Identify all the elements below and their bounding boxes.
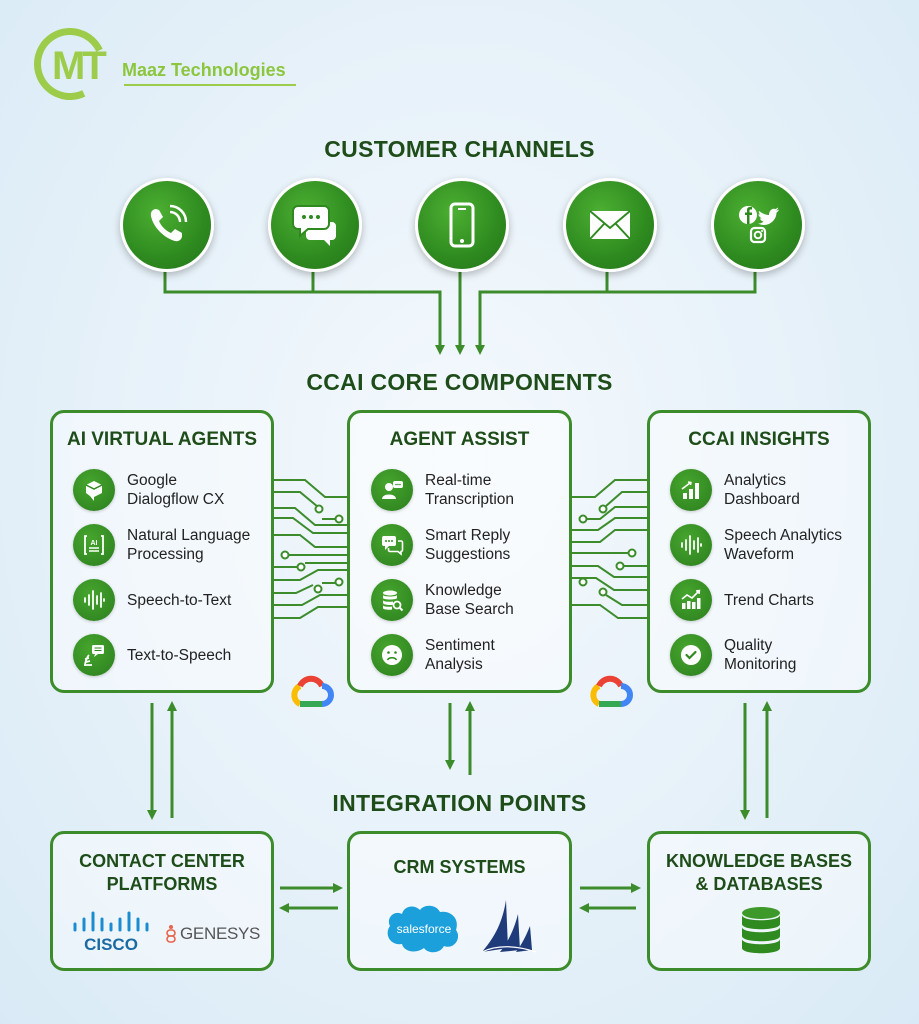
channel-chat[interactable] <box>268 178 362 272</box>
database-search-icon <box>371 579 413 621</box>
cisco-text: CISCO <box>84 935 138 954</box>
ai-document-icon: AI <box>73 524 115 566</box>
card-ccai-insights: CCAI INSIGHTS Analytics Dashboard Speech… <box>647 410 871 693</box>
social-icons <box>739 206 779 244</box>
channel-email[interactable] <box>563 178 657 272</box>
salesforce-logo: salesforce <box>387 905 459 953</box>
card-title: CONTACT CENTER PLATFORMS <box>79 851 245 894</box>
card-ai-virtual-agents: AI VIRTUAL AGENTS Google Dialogflow CX A… <box>50 410 274 693</box>
instagram-icon <box>749 226 767 244</box>
brand-underline <box>124 84 296 86</box>
twitter-icon <box>758 207 779 225</box>
list-item: Real-time Transcription <box>371 469 514 511</box>
sad-face-icon <box>371 634 413 676</box>
genesys-logo: GENESYS <box>165 924 260 944</box>
bar-chart-icon <box>670 469 712 511</box>
channels-title: CUSTOMER CHANNELS <box>324 136 595 162</box>
circuit-traces-right <box>572 479 648 619</box>
salesforce-text: salesforce <box>397 922 452 936</box>
channel-line-left <box>163 268 445 355</box>
list-item: Sentiment Analysis <box>371 634 495 676</box>
card-crm-systems: CRM SYSTEMS salesforce <box>347 831 572 971</box>
list-item: Knowledge Base Search <box>371 579 514 621</box>
logo-mark: MT <box>52 44 107 88</box>
core-title: CCAI CORE COMPONENTS <box>306 369 613 395</box>
speaking-icon <box>73 634 115 676</box>
list-item: Quality Monitoring <box>670 634 796 676</box>
database-icon <box>742 907 780 954</box>
genesys-text: GENESYS <box>180 924 261 943</box>
channel-mobile[interactable] <box>415 178 509 272</box>
list-item: Speech Analytics Waveform <box>670 524 842 566</box>
facebook-icon <box>739 206 757 224</box>
list-item: Google Dialogflow CX <box>73 469 224 511</box>
list-item: AI Natural Language Processing <box>73 524 250 566</box>
list-item: Text-to-Speech <box>73 634 231 676</box>
card-contact-center-platforms: CONTACT CENTER PLATFORMS CISCO GENESYS <box>50 831 274 971</box>
list-item: Analytics Dashboard <box>670 469 800 511</box>
card-title: CRM SYSTEMS <box>393 857 526 877</box>
card-title: CCAI INSIGHTS <box>688 429 830 450</box>
cisco-logo: CISCO <box>73 911 149 954</box>
svg-text:AI: AI <box>91 540 98 547</box>
waveform-icon <box>670 524 712 566</box>
check-circle-icon <box>670 634 712 676</box>
google-cloud-icon <box>590 675 633 707</box>
card-agent-assist: AGENT ASSIST Real-time Transcription Sma… <box>347 410 572 693</box>
genesys-mark-icon <box>166 925 176 943</box>
mobile-icon <box>449 202 475 248</box>
channel-social[interactable] <box>711 178 805 272</box>
chat-bubbles-icon <box>371 524 413 566</box>
list-item: Speech-to-Text <box>73 579 231 621</box>
chat-icon <box>292 205 336 246</box>
card-title: AGENT ASSIST <box>389 429 530 450</box>
card-title: KNOWLEDGE BASES & DATABASES <box>665 851 852 894</box>
microsoft-dynamics-logo <box>481 900 537 953</box>
dialogflow-icon <box>73 469 115 511</box>
card-knowledge-bases: KNOWLEDGE BASES & DATABASES <box>647 831 871 971</box>
brand-name: Maaz Technologies <box>122 60 286 80</box>
user-chat-icon <box>371 469 413 511</box>
list-item: Smart Reply Suggestions <box>371 524 510 566</box>
list-item: Trend Charts <box>670 579 814 621</box>
integration-title: INTEGRATION POINTS <box>332 790 587 816</box>
channel-phone[interactable] <box>120 178 214 272</box>
channel-line-right <box>475 268 757 355</box>
phone-icon <box>150 204 188 242</box>
email-icon <box>589 210 631 240</box>
circuit-traces-left <box>274 479 348 619</box>
waveform-icon <box>73 579 115 621</box>
google-cloud-icon <box>291 675 334 707</box>
trend-chart-icon <box>670 579 712 621</box>
card-title: AI VIRTUAL AGENTS <box>66 429 257 450</box>
